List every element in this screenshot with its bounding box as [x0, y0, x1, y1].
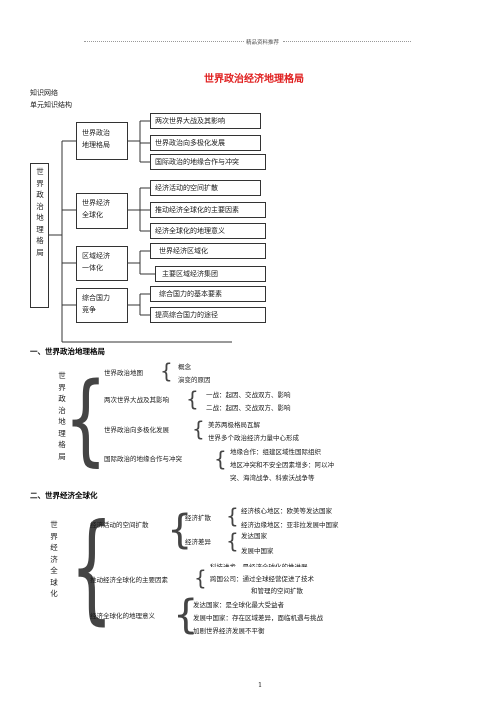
branch-label-line2: 竞争	[82, 306, 96, 314]
s1-multi-label: 世界政治向多极化发展	[104, 426, 169, 434]
leaf-box: 国际政治的地缘合作与冲突	[150, 154, 266, 170]
s2-expand-label: 经济扩散	[185, 514, 211, 522]
brace-icon: {	[186, 387, 199, 411]
s1-war-label: 两次世界大战及其影响	[104, 396, 169, 404]
header-rule-left	[84, 41, 244, 42]
s2-factor-label: 推动经济全球化的主要因素	[90, 576, 168, 584]
leaf-box: 推动经济全球化的主要因素	[150, 202, 266, 218]
leaf-label: 世界经济区域化	[159, 247, 208, 255]
s2-expand-item: 经济边缘地区：亚非拉发展中国家	[241, 521, 339, 529]
header-label: 精品资料推荐	[246, 40, 280, 46]
leaf-box: 世界政治向多极化发展	[150, 135, 261, 151]
branch-label-line1: 世界政治	[82, 129, 110, 137]
leaf-box: 提高综合国力的途径	[150, 307, 266, 323]
s1-multi-item: 美苏两极格局瓦解	[208, 421, 260, 429]
brace-icon: {	[194, 566, 207, 590]
brace-icon: {	[214, 447, 227, 471]
leaf-label: 国际政治的地缘合作与冲突	[155, 158, 239, 166]
s2-expand-item: 经济核心地区：欧美等发达国家	[241, 507, 332, 515]
leaf-label: 综合国力的基本要素	[159, 290, 222, 298]
s2-spread-label: 经济活动的空间扩散	[90, 521, 149, 529]
brace-icon: {	[167, 507, 193, 553]
s1-map-label: 世界政治地图	[104, 369, 143, 377]
s2-meaning-label: 经济全球化的地理意义	[90, 612, 155, 620]
s2-factor-item: 跨国公司：通过全球经营促进了技术	[210, 575, 314, 583]
leaf-box: 主要区域经济集团	[155, 266, 266, 282]
leaf-box: 两次世界大战及其影响	[150, 113, 261, 129]
s1-geo-label: 国际政治的地缘合作与冲突	[104, 455, 182, 463]
s1-geo-item: 突、海湾战争、科索沃战争等	[230, 474, 315, 482]
s1-multi-item: 世界多个政治经济力量中心形成	[208, 434, 299, 442]
s2-meaning-item: 加剧世界经济发展不平衡	[193, 627, 265, 635]
s2-factor-item: 科技进步，是经济全球化的推进器	[210, 563, 308, 567]
s2-meaning-item: 发展中国家：存在区域差异，面临机遇与挑战	[193, 614, 323, 622]
section1-heading: 一、世界政治地理格局	[30, 347, 105, 356]
leaf-label: 两次世界大战及其影响	[155, 117, 225, 125]
branch-label-line1: 世界经济	[82, 199, 110, 207]
s1-map-item: 演变的原因	[178, 376, 211, 384]
s2-meaning-item: 发达国家：是全球化最大受益者	[193, 601, 284, 609]
s2-diff-label: 经济差异	[185, 538, 211, 546]
leaf-box: 经济活动的空间扩散	[150, 180, 261, 196]
section2-root-brace: {	[70, 499, 114, 638]
branch-label-line1: 区域经济	[82, 252, 110, 260]
branch-box-globalization: 世界经济 全球化	[76, 193, 128, 229]
brace-icon: {	[173, 592, 199, 638]
tree-root-label: 世界政治地理格局	[36, 167, 44, 257]
leaf-box: 世界经济区域化	[150, 243, 266, 259]
section1-root-label: 世界政治地理格局	[58, 371, 66, 461]
branch-label-line1: 综合国力	[82, 294, 110, 302]
s2-factor-item: 和管理的空间扩散	[251, 587, 303, 595]
s2-diff-item: 发达国家	[241, 532, 267, 540]
intro-unit-structure: 单元知识结构	[30, 101, 72, 109]
header-rule-right	[283, 41, 411, 42]
leaf-box: 综合国力的基本要素	[150, 286, 266, 302]
brace-icon: {	[226, 529, 239, 553]
leaf-label: 经济活动的空间扩散	[155, 184, 218, 192]
branch-box-regional: 区域经济 一体化	[76, 246, 128, 281]
leaf-box: 经济全球化的地理意义	[150, 223, 266, 239]
s1-geo-item: 地缘合作：组建区域性国际组织	[230, 448, 321, 456]
branch-box-politics: 世界政治 地理格局	[76, 122, 128, 160]
s1-map-item: 概念	[178, 363, 191, 371]
s1-war-item: 一战：起因、交战双方、影响	[206, 391, 291, 399]
s1-war-item: 二战：起因、交战双方、影响	[206, 404, 291, 412]
tree-root-box: 世界政治地理格局	[30, 163, 49, 308]
document-title: 世界政治经济地理格局	[204, 74, 304, 85]
brace-icon: {	[226, 504, 239, 528]
leaf-label: 经济全球化的地理意义	[155, 227, 225, 235]
branch-box-national-power: 综合国力 竞争	[76, 288, 128, 323]
brace-icon: {	[192, 417, 205, 441]
section1-root-brace: {	[64, 363, 108, 478]
s1-geo-item: 地区冲突和不安全因素增多：阿以冲	[230, 461, 334, 469]
section2-heading: 二、世界经济全球化	[30, 491, 98, 500]
s2-diff-item: 发展中国家	[241, 547, 274, 555]
intro-knowledge-network: 知识网络	[30, 89, 58, 97]
leaf-label: 推动经济全球化的主要因素	[155, 206, 239, 214]
leaf-label: 世界政治向多极化发展	[155, 139, 225, 147]
branch-label-line2: 地理格局	[82, 141, 110, 149]
section2-root-label: 世界经济全球化	[50, 520, 58, 598]
branch-label-line2: 一体化	[82, 264, 103, 272]
leaf-label: 主要区域经济集团	[162, 270, 218, 278]
leaf-label: 提高综合国力的途径	[155, 311, 218, 319]
branch-label-line2: 全球化	[82, 211, 103, 219]
page-number: 1	[258, 681, 263, 689]
brace-icon: {	[160, 359, 173, 383]
